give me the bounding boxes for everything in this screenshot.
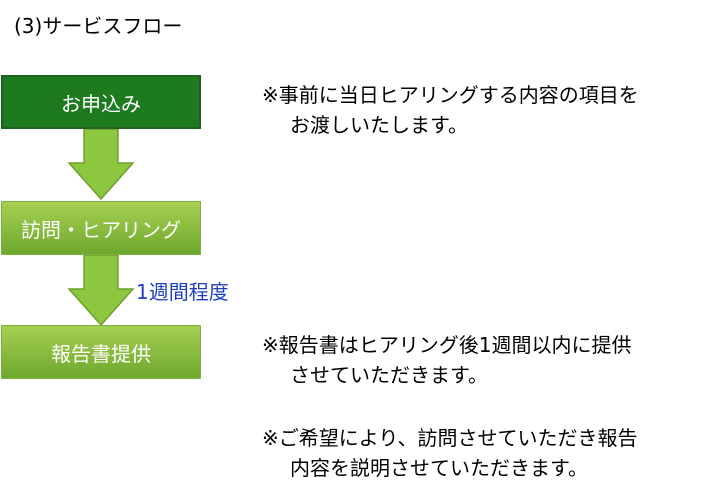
arrow-shape: [67, 255, 135, 327]
note-line: ※ご希望により、訪問させていただき報告: [262, 426, 638, 450]
section-title: (3)サービスフロー: [14, 14, 183, 38]
note-report-timing: ※報告書はヒアリング後1週間以内に提供 させていただきます。: [262, 330, 631, 390]
duration-label: 1週間程度: [136, 280, 229, 304]
flow-step-label: 訪問・ヒアリング: [21, 217, 181, 242]
note-line: ※報告書はヒアリング後1週間以内に提供: [262, 333, 632, 357]
flow-step-report-delivery: 報告書提供: [1, 325, 201, 379]
note-advance-items: ※事前に当日ヒアリングする内容の項目を お渡しいたします。: [262, 80, 639, 140]
note-line-continued: させていただきます。: [290, 363, 488, 387]
flow-step-label: お申込み: [61, 91, 141, 116]
note-line: ※事前に当日ヒアリングする内容の項目を: [262, 83, 639, 107]
arrow-shape: [67, 129, 135, 201]
note-line-continued: お渡しいたします。: [290, 113, 468, 137]
flow-step-visit-hearing: 訪問・ヒアリング: [1, 201, 201, 255]
note-line-continued: 内容を説明させていただきます。: [290, 456, 588, 480]
down-arrow-icon: [67, 255, 135, 327]
flow-step-label: 報告書提供: [51, 341, 151, 366]
flow-step-application: お申込み: [1, 75, 201, 129]
note-report-explanation: ※ご希望により、訪問させていただき報告 内容を説明させていただきます。: [262, 423, 638, 483]
down-arrow-icon: [67, 129, 135, 201]
